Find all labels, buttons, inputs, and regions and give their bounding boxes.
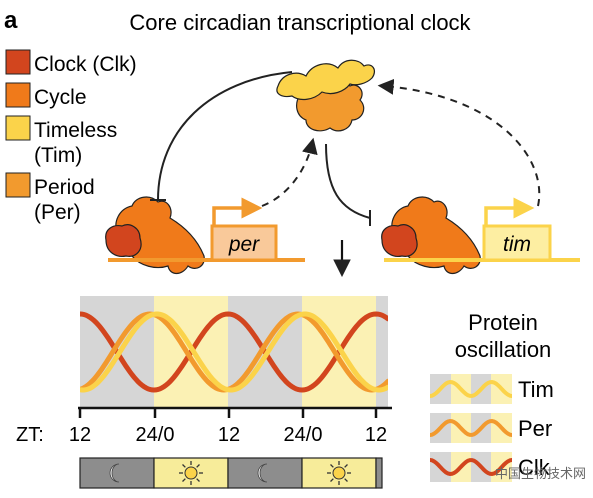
protein-legend: Clock (Clk) Cycle Timeless (Tim) Period …: [5, 49, 137, 224]
legend-clock-label: Clock (Clk): [34, 53, 137, 76]
night-segment: [227, 457, 303, 489]
per-translation-arrow: [261, 137, 318, 207]
per-wave: [80, 311, 388, 393]
per-promoter-arrow: [212, 197, 263, 226]
zt-ticks: [78, 408, 378, 418]
clk-cyc-complex-right: [381, 196, 481, 275]
night-segment-partial: [375, 457, 383, 489]
sun-icon: [327, 461, 351, 485]
legend-timeless-label: Timeless: [34, 119, 117, 142]
tim-wave: [80, 311, 388, 393]
oscillation-title-line1: Protein: [468, 310, 538, 335]
legend-timeless-abbrev: (Tim): [34, 144, 82, 167]
clk-cyc-complex-left: [105, 196, 205, 275]
watermark-text: 中国生物技术网: [495, 466, 586, 481]
per-gene-box: [210, 224, 278, 262]
tim-legend-swatch: [430, 374, 512, 404]
oscillation-plot: [80, 296, 388, 408]
day-night-bar: [79, 457, 383, 489]
night-band: [376, 296, 388, 408]
zt-tick-label-5: 12: [365, 424, 387, 446]
moon-icon: [257, 463, 268, 483]
zt-tick-label-4: 24/0: [284, 424, 323, 446]
period-swatch: [5, 172, 31, 198]
legend-period-label: Period: [34, 176, 95, 199]
repression-arrow-left: [157, 71, 293, 201]
tim-promoter-arrow: [484, 197, 535, 226]
timeless-swatch: [5, 115, 31, 141]
cycle-swatch: [5, 82, 31, 108]
tim-gene-label: tim: [503, 233, 531, 256]
sun-icon: [179, 461, 203, 485]
clock-swatch: [5, 49, 31, 75]
legend-period-abbrev: (Per): [34, 201, 81, 224]
legend-cycle-label: Cycle: [34, 86, 87, 109]
oscillation-title-line2: oscillation: [455, 337, 552, 362]
per-legend-swatch: [430, 413, 512, 443]
figure-title: Core circadian transcriptional clock: [129, 10, 471, 35]
tim-gene-box: [482, 224, 552, 262]
panel-letter: a: [4, 7, 18, 34]
moon-icon: [109, 463, 120, 483]
zt-prefix: ZT:: [16, 424, 44, 446]
per-legend-label: Per: [518, 416, 552, 441]
zt-tick-label-2: 24/0: [136, 424, 175, 446]
oscillation-legend: [430, 374, 512, 482]
per-gene-label: per: [228, 233, 260, 256]
zt-tick-label-1: 12: [69, 424, 91, 446]
repression-arrow-right: [325, 143, 371, 219]
night-segment: [79, 457, 155, 489]
zt-tick-label-3: 12: [218, 424, 240, 446]
clk-legend-label: Clk: [518, 455, 551, 480]
tim-translation-arrow: [377, 78, 541, 207]
tim-legend-label: Tim: [518, 377, 554, 402]
clk-legend-swatch: [430, 452, 512, 482]
per-tim-complex: [276, 59, 376, 132]
